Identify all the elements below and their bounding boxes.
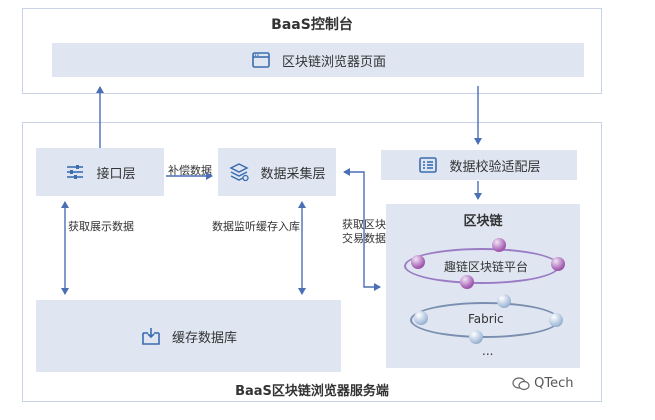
- checklist-icon: [419, 157, 438, 173]
- chain1-node: [492, 238, 506, 252]
- get-display-data-label: 获取展示数据: [68, 220, 134, 233]
- console-title: BaaS控制台: [271, 17, 353, 33]
- chain2-node: [549, 313, 563, 327]
- more-chains-ellipsis: ...: [482, 344, 494, 358]
- blockchain-panel: [386, 204, 580, 368]
- chain2-node: [497, 294, 511, 308]
- explorer-page-label: 区块链浏览器页面: [281, 54, 386, 70]
- interface-layer-box: 接口层: [36, 148, 164, 196]
- cache-db-box: 缓存数据库: [36, 300, 341, 372]
- watermark: QTech: [512, 376, 574, 391]
- chain1-node: [460, 275, 474, 289]
- wechat-icon: [512, 376, 530, 390]
- server-title: BaaS区块链浏览器服务端: [235, 384, 389, 399]
- sliders-icon: [67, 165, 84, 179]
- validate-layer-box: 数据校验适配层: [381, 150, 577, 180]
- watermark-text: QTech: [534, 376, 574, 391]
- cache-db-label: 缓存数据库: [171, 330, 237, 346]
- chain2-node: [414, 311, 428, 325]
- collect-layer-label: 数据采集层: [260, 166, 326, 182]
- validate-layer-label: 数据校验适配层: [449, 159, 541, 175]
- database-box-icon: [142, 328, 160, 345]
- chain1-label: 趣链区块链平台: [444, 260, 529, 274]
- monitor-cache-label: 数据监听缓存入库: [212, 220, 300, 233]
- collect-layer-box: 数据采集层: [218, 148, 336, 196]
- interface-layer-label: 接口层: [96, 166, 136, 182]
- blockchain-title: 区块链: [463, 214, 503, 229]
- chain1-node: [551, 257, 565, 271]
- explorer-page-box: 区块链浏览器页面: [52, 43, 584, 77]
- chain2-node: [469, 330, 483, 344]
- chain2-label: Fabric: [468, 312, 504, 326]
- chain1-node: [411, 255, 425, 269]
- get-block-label-line2: 交易数据: [342, 232, 386, 245]
- supplement-data-label: 补偿数据: [168, 164, 212, 177]
- browser-window-icon: [252, 52, 270, 68]
- data-layers-icon: [229, 163, 250, 182]
